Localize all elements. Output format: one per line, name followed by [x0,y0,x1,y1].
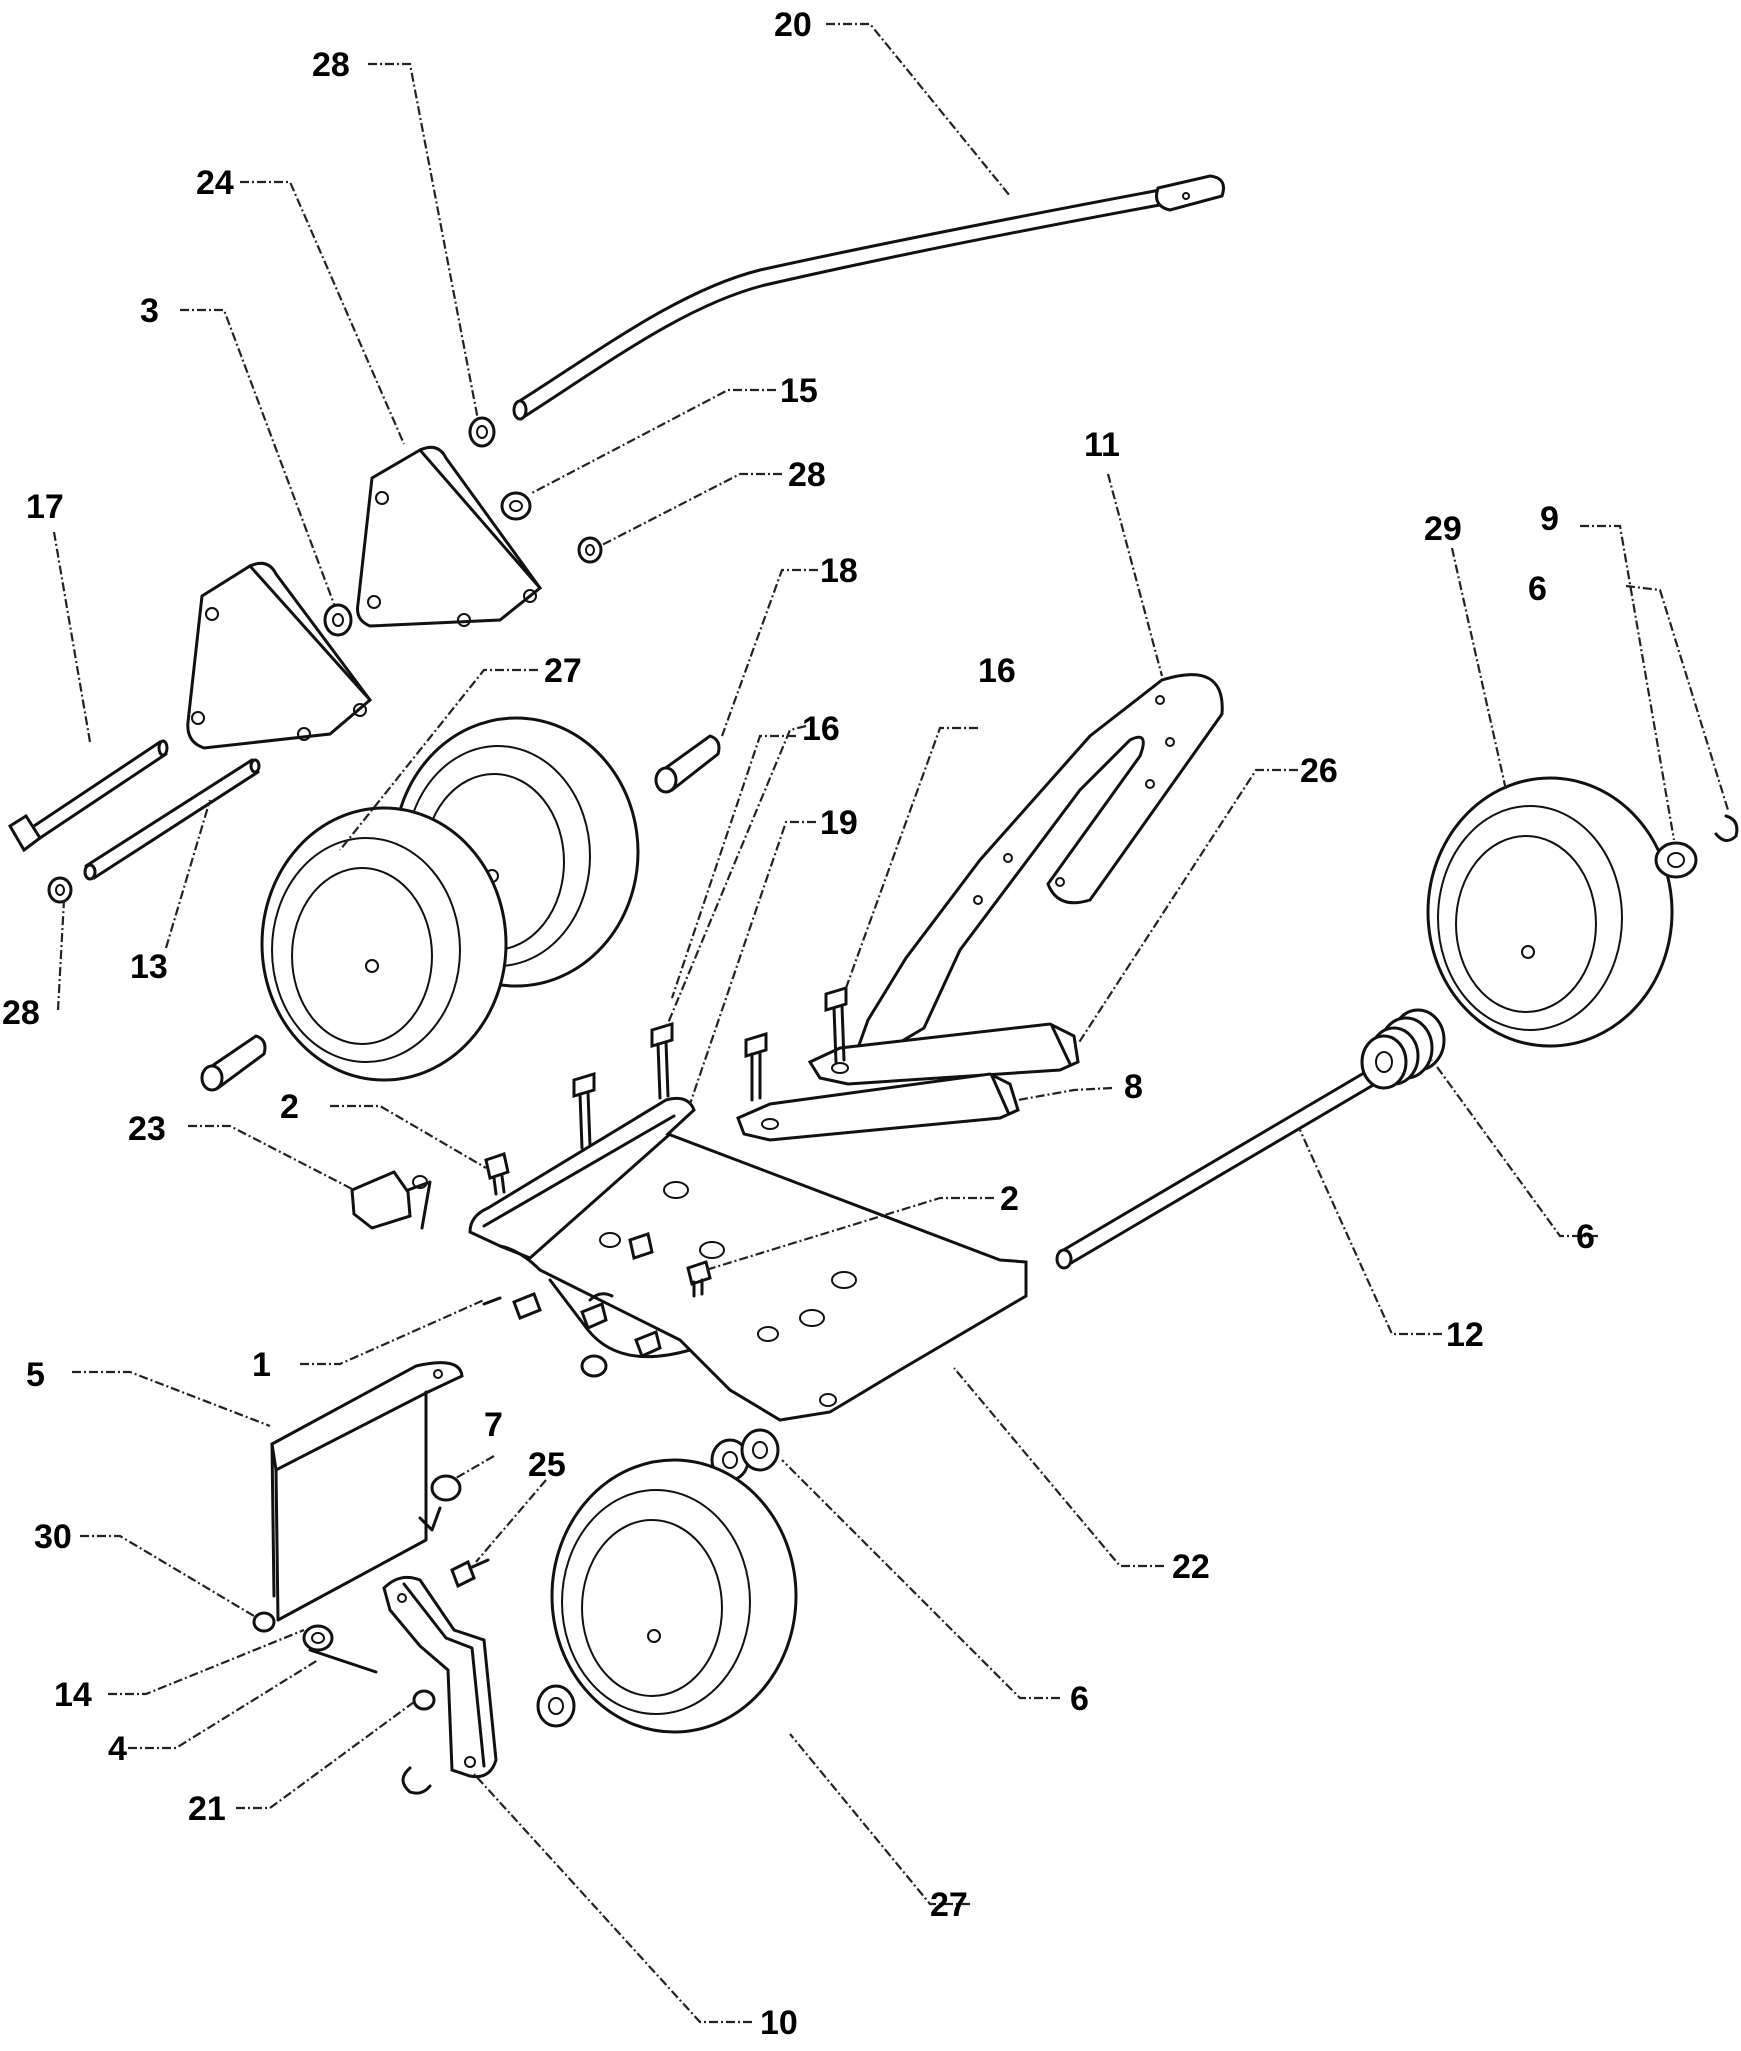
deck-22 [468,1096,1028,1422]
lever-10 [382,1575,498,1779]
nut-15 [500,491,532,521]
callout-label: 18 [820,552,858,590]
callout-label: 17 [26,488,64,526]
nut-21 [412,1689,436,1711]
callout-label: 28 [2,994,40,1032]
callout-label: 10 [760,2004,798,2042]
nut-under-deck-a [512,1292,542,1320]
callout-label: 1 [252,1346,271,1384]
bolt-2-upper [484,1152,510,1196]
spacer-18 [654,734,721,794]
washer-3 [323,603,353,637]
washer-6-lower-b [740,1428,780,1472]
nut-under-deck-d [580,1354,608,1378]
callout-label: 7 [484,1406,503,1444]
callout-label: 6 [1576,1218,1595,1256]
washer-lower-wheel [536,1684,576,1728]
wheel-29 [1426,776,1674,1048]
pin-4 [308,1648,378,1674]
washer-14 [302,1624,334,1652]
long-bolt-17 [7,739,169,853]
bracket-23 [350,1170,432,1230]
callout-label: 2 [280,1088,299,1126]
pulley-spring [1360,1008,1446,1090]
callout-label: 12 [1446,1316,1484,1354]
brace-8 [736,1072,1020,1142]
callout-label: 3 [140,292,159,330]
callout-label: 28 [788,456,826,494]
callout-label: 5 [26,1356,45,1394]
callout-label: 29 [1424,510,1462,548]
handle-bracket-lower [186,561,373,750]
washer-28-top [468,416,496,448]
leader-lines [52,22,1730,2024]
callout-label: 16 [978,652,1016,690]
washer-28-right [577,536,603,564]
axle-12 [1055,1058,1394,1270]
nut-under-deck-c [634,1329,662,1359]
bolt-16-right [824,985,848,1064]
callout-label: 27 [544,652,582,690]
callout-label: 24 [196,164,234,202]
nut-under-deck-b [580,1301,608,1331]
bolt-16-mid [744,1031,768,1102]
callout-label: 21 [188,1790,226,1828]
clip-9 [1714,814,1739,842]
brace-26 [807,1022,1080,1086]
handle-bracket-upper [356,445,543,628]
bolt-25 [450,1558,490,1589]
callout-label: 16 [802,710,840,748]
callout-label: 19 [820,804,858,842]
callout-label: 6 [1528,570,1547,608]
bolt-1 [482,1296,502,1306]
bolt-2-lower [686,1260,712,1298]
axle-rod-13 [83,758,261,881]
nut-7 [418,1474,462,1532]
callout-label: 23 [128,1110,166,1148]
callout-label: 14 [54,1676,92,1714]
clip-lower [401,1766,432,1795]
callout-label: 11 [1084,426,1120,464]
callout-label: 2 [1000,1180,1019,1218]
callout-label: 15 [780,372,818,410]
frame-arm-11 [856,673,1224,1062]
callout-label: 25 [528,1446,566,1484]
bolt-under-deck [628,1232,654,1260]
bolt-16-left [650,1021,674,1100]
callout-label: 20 [774,6,812,44]
handle-bar [512,174,1225,421]
callout-label: 4 [108,1730,127,1768]
callout-labels: 20 28 24 3 15 28 11 17 18 29 9 6 27 16 1… [2,6,1595,2042]
washer-6-right [1654,841,1698,879]
callout-label: 8 [1124,1068,1143,1106]
callout-label: 27 [930,1886,968,1924]
bolt-left-19 [572,1071,596,1150]
callout-label: 6 [1070,1680,1089,1718]
washer-28-left [47,876,73,904]
callout-label: 13 [130,948,168,986]
callout-label: 26 [1300,752,1338,790]
callout-label: 30 [34,1518,72,1556]
spacer-lower [200,1034,267,1092]
wheel-27-front [260,806,508,1082]
nut-30 [252,1611,276,1633]
wheel-27-lower [550,1458,798,1734]
callout-label: 22 [1172,1548,1210,1586]
cover-plate-5 [270,1361,464,1622]
callout-label: 28 [312,46,350,84]
callout-label: 9 [1540,500,1559,538]
